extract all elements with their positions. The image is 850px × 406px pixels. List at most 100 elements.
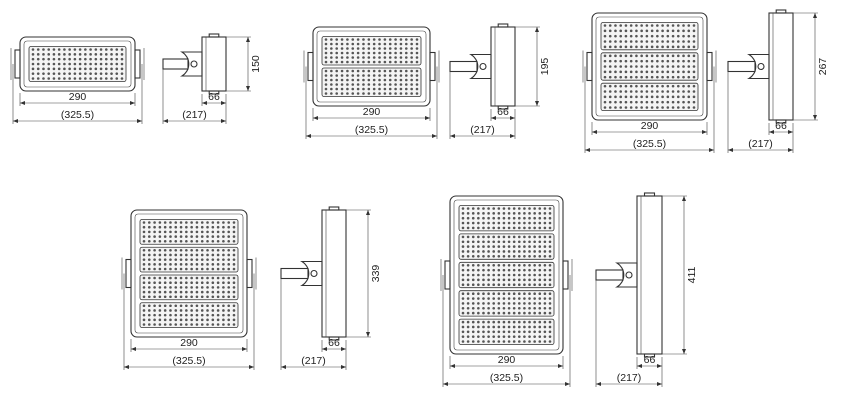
arrowhead-top — [682, 196, 686, 201]
led-chip — [528, 340, 531, 343]
led-chip — [461, 226, 465, 230]
led-chip — [629, 45, 633, 49]
led-chip — [629, 40, 633, 43]
led-chip — [195, 318, 199, 322]
bottom-tab — [775, 119, 787, 124]
led-chip — [195, 253, 199, 257]
led-chip — [346, 56, 349, 59]
led-chip — [36, 62, 40, 66]
led-chip — [346, 69, 349, 73]
led-chip — [635, 34, 638, 38]
led-chip — [174, 267, 178, 271]
led-chip — [388, 78, 392, 82]
led-chip — [147, 225, 151, 229]
led-chip — [200, 230, 204, 234]
led-chip — [216, 248, 220, 252]
led-chip — [36, 57, 40, 61]
led-chip — [388, 87, 392, 91]
led-chip — [169, 230, 172, 234]
pivot-bolt — [310, 269, 318, 278]
led-chip — [517, 226, 521, 230]
arrowhead-right — [788, 130, 793, 134]
depth-label: 66 — [775, 120, 787, 132]
led-chip — [548, 340, 552, 343]
led-chip — [394, 38, 397, 41]
led-chip — [608, 75, 612, 79]
led-chip — [335, 69, 339, 73]
led-chip — [543, 325, 547, 329]
led-chip — [340, 42, 344, 46]
led-chip — [158, 225, 162, 229]
led-chip — [163, 309, 167, 312]
led-chip — [619, 24, 623, 27]
led-chip — [31, 67, 35, 71]
led-chip — [179, 248, 183, 252]
led-chip — [211, 225, 215, 229]
led-chip — [227, 225, 231, 229]
led-chip — [410, 74, 413, 77]
led-chip — [543, 240, 547, 244]
led-chip — [471, 311, 475, 315]
led-chip — [52, 57, 56, 61]
led-chip — [351, 42, 355, 46]
led-chip — [507, 283, 511, 287]
led-chip — [507, 297, 511, 300]
led-chip — [52, 53, 56, 56]
led-chip — [216, 239, 220, 243]
led-chip — [200, 253, 204, 257]
led-chip — [482, 216, 485, 220]
led-chip — [477, 264, 480, 267]
led-chip — [487, 306, 490, 310]
led-chip — [487, 335, 490, 338]
led-chip — [158, 239, 162, 243]
led-chip — [471, 340, 475, 343]
led-chip — [195, 221, 199, 224]
led-chip — [687, 100, 691, 104]
led-chip — [378, 83, 381, 86]
led-chip — [502, 240, 506, 244]
led-chip — [227, 313, 231, 317]
led-chip — [404, 83, 408, 86]
led-chip — [533, 221, 536, 225]
led-chip — [619, 100, 623, 104]
led-chip — [666, 59, 670, 63]
led-chip — [461, 292, 465, 296]
led-chip — [185, 286, 188, 289]
led-chip — [624, 75, 628, 79]
led-chip — [36, 67, 40, 71]
led-chip — [78, 48, 82, 51]
led-chip — [222, 309, 225, 312]
led-chip — [200, 313, 204, 317]
led-chip — [517, 306, 521, 310]
led-chip — [482, 235, 485, 239]
led-chip — [356, 87, 360, 91]
led-chip — [190, 225, 193, 229]
led-chip — [227, 323, 231, 326]
led-chip — [169, 253, 172, 257]
led-chip — [656, 59, 659, 63]
led-chip — [492, 254, 496, 258]
led-chip — [222, 230, 225, 234]
led-chip — [497, 254, 501, 258]
led-chip — [104, 48, 108, 51]
led-chip — [487, 340, 490, 343]
led-chip — [543, 235, 547, 239]
led-chip — [614, 84, 617, 88]
led-chip — [378, 87, 381, 91]
led-chip — [410, 51, 413, 55]
pivot-plate — [615, 262, 638, 288]
led-chip — [528, 325, 531, 329]
led-chip — [195, 281, 199, 284]
led-chip — [666, 29, 670, 33]
led-chip — [404, 60, 408, 64]
led-chip — [538, 340, 542, 343]
led-chip — [410, 38, 413, 41]
led-chip — [692, 65, 696, 68]
led-chip — [548, 245, 552, 248]
led-chip — [543, 320, 547, 324]
led-chip — [640, 90, 643, 93]
led-chip — [629, 59, 633, 63]
led-chip — [367, 56, 371, 59]
led-chip — [507, 245, 511, 248]
